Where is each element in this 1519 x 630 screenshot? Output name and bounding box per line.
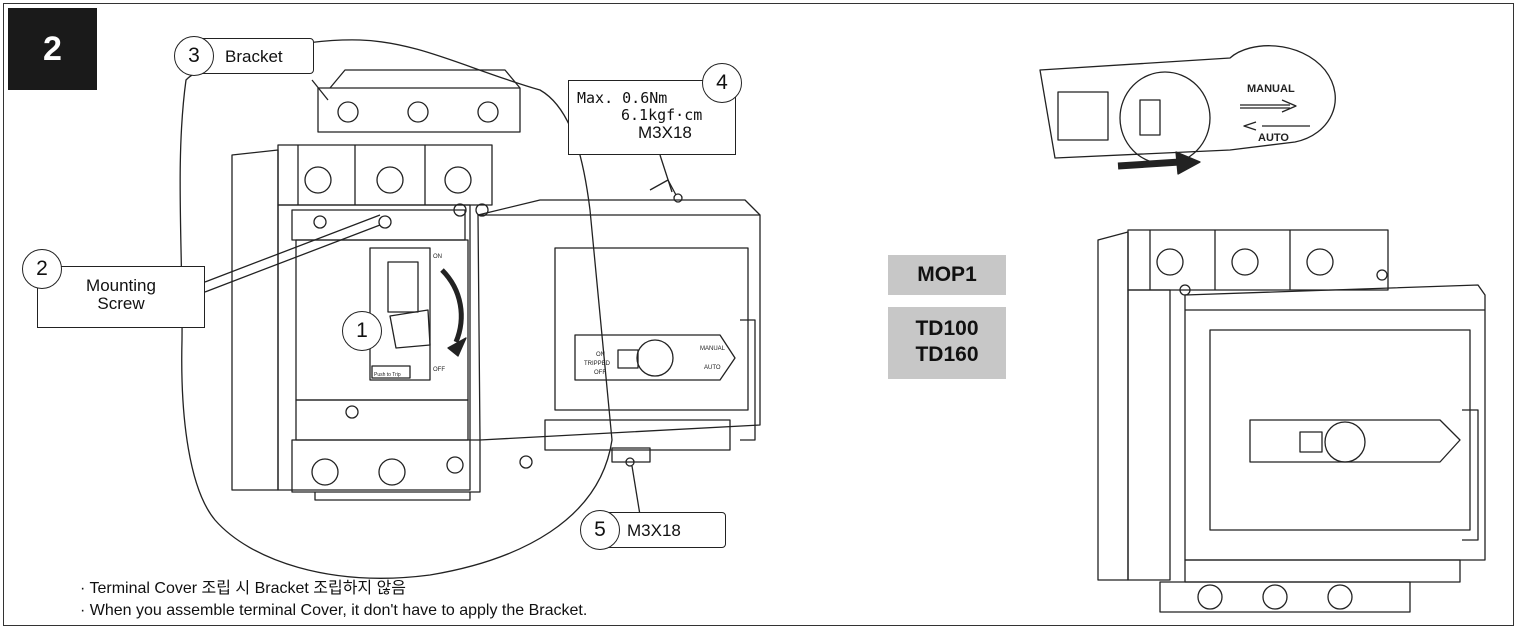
leader-c3 <box>311 79 329 101</box>
notes-block: · Terminal Cover 조립 시 Bracket 조립하지 않음 · … <box>80 578 587 622</box>
operator-off-text: OFF <box>594 370 606 376</box>
callout-1-number: 1 <box>342 311 382 351</box>
callout-bracket-label: Bracket <box>225 47 283 66</box>
operator-manual-text: MANUAL <box>700 346 726 352</box>
callout-3-number: 3 <box>174 36 214 76</box>
callout-screw-label: M3X18 <box>627 521 681 540</box>
dial-manual-text: MANUAL <box>1247 83 1295 95</box>
step-number-badge: 2 <box>8 8 97 90</box>
left-breaker <box>231 69 521 501</box>
callout-2-number: 2 <box>22 249 62 289</box>
callout-4-number: 4 <box>702 63 742 103</box>
note-english: · When you assemble terminal Cover, it d… <box>80 602 588 619</box>
leader-c4 <box>659 154 673 193</box>
diagram-frame <box>3 3 1514 626</box>
torque-line1: Max. 0.6Nm <box>577 89 668 107</box>
model-label-td: TD100 TD160 <box>888 307 1006 379</box>
torque-line2: 6.1kgf·cm <box>621 106 703 124</box>
motor-operator-left <box>475 179 761 469</box>
breaker-push-text: Push to Trip <box>374 372 401 378</box>
leader-c2 <box>204 214 381 293</box>
callout-5-number: 5 <box>580 510 620 550</box>
leader-c5 <box>631 465 641 516</box>
note-korean: · Terminal Cover 조립 시 Bracket 조립하지 않음 <box>80 580 407 597</box>
callout-mounting-screw-box: Mounting Screw <box>37 266 205 328</box>
model-label-mop1: MOP1 <box>888 255 1006 295</box>
callout-mounting-line2: Screw <box>97 294 145 313</box>
operator-on-text: ON <box>596 352 605 358</box>
operator-tripped-text: TRIPPED <box>584 361 611 367</box>
dial-auto-text: AUTO <box>1258 132 1289 144</box>
torque-line3: M3X18 <box>638 123 692 142</box>
td100-text: TD100 <box>915 317 979 340</box>
td160-text: TD160 <box>915 343 979 366</box>
breaker-on-text: ON <box>433 254 442 260</box>
breaker-off-text: OFF <box>433 367 445 373</box>
callout-mounting-line1: Mounting <box>86 276 156 295</box>
right-assembled-breaker <box>1097 229 1486 613</box>
dial-detail <box>1039 45 1336 175</box>
operator-auto-text: AUTO <box>704 365 721 371</box>
bracket-area-outline <box>179 39 613 579</box>
mop1-text: MOP1 <box>917 263 977 286</box>
